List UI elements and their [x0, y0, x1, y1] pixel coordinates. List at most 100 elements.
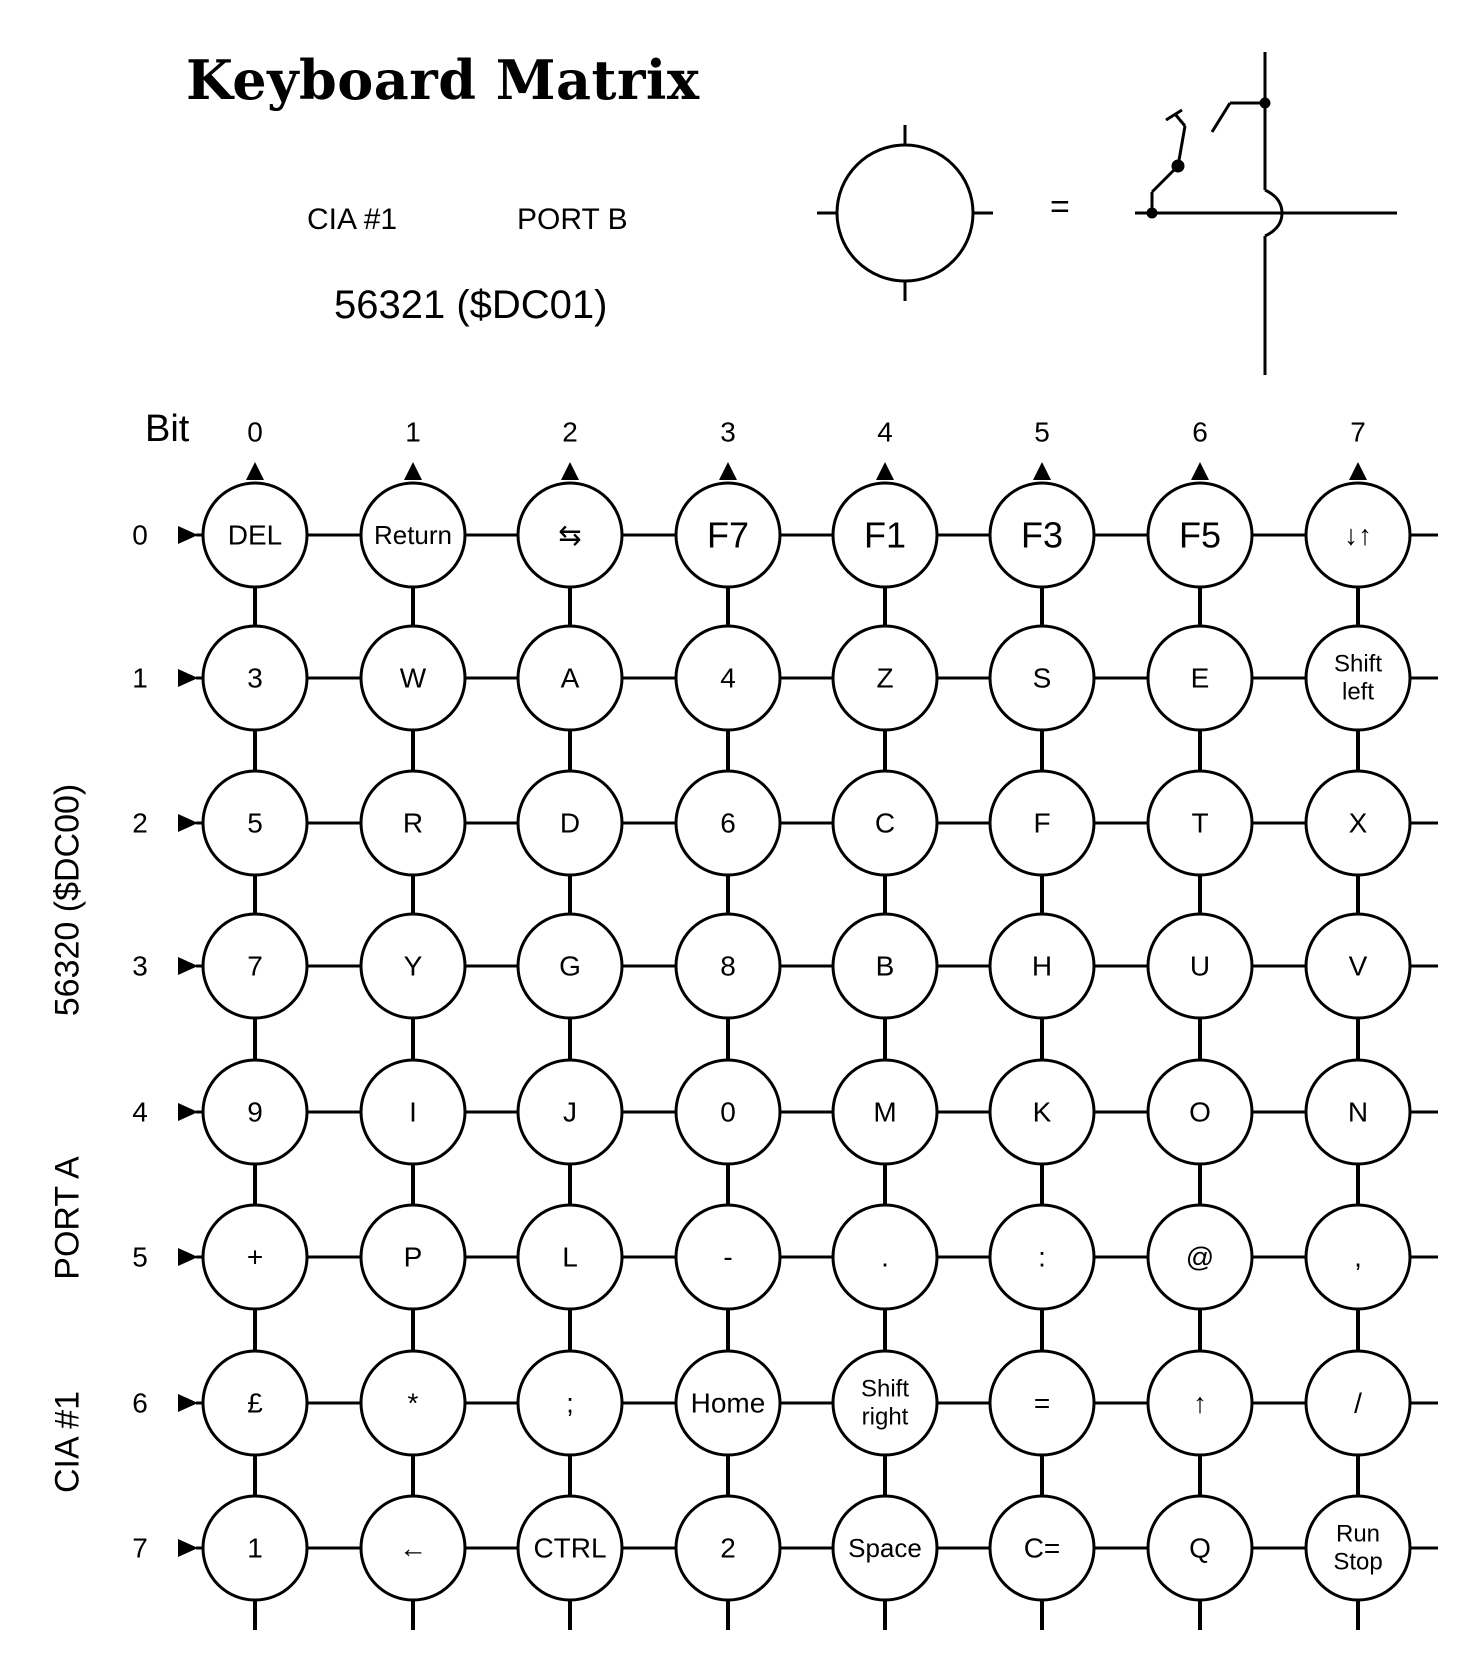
key-label: 9	[247, 1097, 263, 1128]
key-label: J	[563, 1097, 577, 1128]
key-label: S	[1033, 663, 1052, 694]
key-label: .	[881, 1242, 889, 1273]
key-circle	[988, 1494, 1096, 1602]
key-label: Shift	[1334, 651, 1382, 678]
key-label: F	[1033, 808, 1050, 839]
key-circle	[516, 624, 624, 732]
key-circle	[359, 769, 467, 877]
key-circle	[516, 912, 624, 1020]
column-bit-label: 1	[405, 417, 421, 448]
key-label: *	[408, 1388, 419, 1419]
key-label: ←	[399, 1533, 427, 1564]
key-label: Q	[1189, 1533, 1211, 1564]
column-arrow-icon	[719, 462, 737, 480]
key-label: N	[1348, 1097, 1368, 1128]
key-label: /	[1354, 1388, 1362, 1419]
row-arrow-icon	[178, 669, 198, 687]
key-label: Stop	[1333, 1549, 1382, 1576]
key-circle	[831, 1058, 939, 1166]
key-label: R	[403, 808, 423, 839]
key-circle	[831, 912, 939, 1020]
key-label: K	[1033, 1097, 1052, 1128]
key-label: :	[1038, 1242, 1046, 1273]
bit-label: Bit	[145, 408, 190, 450]
key-label: C	[875, 808, 895, 839]
row-bit-label: 5	[132, 1242, 148, 1273]
key-label: CTRL	[533, 1533, 606, 1564]
key-circle	[831, 1349, 939, 1457]
row-arrow-icon	[178, 814, 198, 832]
key-circle	[1304, 769, 1412, 877]
column-arrow-icon	[561, 462, 579, 480]
key-circle	[1146, 1349, 1254, 1457]
key-circle	[201, 1349, 309, 1457]
port-b-address: 56321 ($DC01)	[334, 283, 608, 327]
key-circle	[1304, 1203, 1412, 1311]
key-label: DEL	[228, 520, 282, 551]
key-circle	[516, 769, 624, 877]
column-arrow-icon	[246, 462, 264, 480]
key-label: F5	[1179, 515, 1221, 556]
key-label: P	[404, 1242, 423, 1273]
column-bit-label: 5	[1034, 417, 1050, 448]
key-circle	[359, 481, 467, 589]
key-circle	[359, 1058, 467, 1166]
key-label: 4	[720, 663, 736, 694]
row-arrow-icon	[178, 1394, 198, 1412]
key-label: 5	[247, 808, 263, 839]
key-label: right	[862, 1404, 909, 1431]
key-label: E	[1191, 663, 1210, 694]
key-circle	[674, 1203, 782, 1311]
key-circle	[674, 624, 782, 732]
page-title: Keyboard Matrix	[186, 48, 700, 112]
key-label: Return	[374, 520, 452, 550]
key-label: ↑	[1193, 1388, 1207, 1419]
column-bit-label: 0	[247, 417, 263, 448]
key-label: ↓↑	[1344, 520, 1372, 551]
key-circle	[201, 1203, 309, 1311]
row-arrow-icon	[178, 1103, 198, 1121]
port-b-chip-label: CIA #1	[307, 203, 398, 236]
key-label: 6	[720, 808, 736, 839]
key-label: £	[247, 1388, 263, 1419]
column-arrow-icon	[1349, 462, 1367, 480]
row-bit-label: 4	[132, 1097, 148, 1128]
row-bit-label: 0	[132, 520, 148, 551]
key-circle	[988, 769, 1096, 877]
key-circle	[674, 1494, 782, 1602]
column-bit-label: 3	[720, 417, 736, 448]
key-circle	[201, 1058, 309, 1166]
row-arrow-icon	[178, 1539, 198, 1557]
column-arrow-icon	[876, 462, 894, 480]
key-circle	[359, 1494, 467, 1602]
key-label: -	[723, 1242, 732, 1273]
key-label: @	[1186, 1242, 1214, 1273]
key-circle	[1304, 1058, 1412, 1166]
key-circle	[1304, 1349, 1412, 1457]
key-circle	[1146, 1058, 1254, 1166]
key-circle	[516, 481, 624, 589]
key-circle	[674, 912, 782, 1020]
key-circle	[201, 481, 309, 589]
key-label: Z	[876, 663, 893, 694]
key-circle	[516, 1058, 624, 1166]
key-circle	[988, 1058, 1096, 1166]
key-label: Y	[404, 951, 423, 982]
key-circle	[988, 912, 1096, 1020]
column-arrow-icon	[1033, 462, 1051, 480]
key-circle	[1304, 481, 1412, 589]
key-label: 1	[247, 1533, 263, 1564]
key-label: D	[560, 808, 580, 839]
key-circle	[359, 912, 467, 1020]
row-bit-label: 1	[132, 663, 148, 694]
key-label: C=	[1024, 1533, 1061, 1564]
key-circle	[831, 1203, 939, 1311]
key-circle	[516, 1203, 624, 1311]
key-circle	[831, 481, 939, 589]
key-label: Shift	[861, 1376, 909, 1403]
key-label: ;	[566, 1388, 574, 1419]
key-circle	[1304, 912, 1412, 1020]
row-bit-label: 3	[132, 951, 148, 982]
key-label: I	[409, 1097, 417, 1128]
key-label: F1	[864, 515, 906, 556]
